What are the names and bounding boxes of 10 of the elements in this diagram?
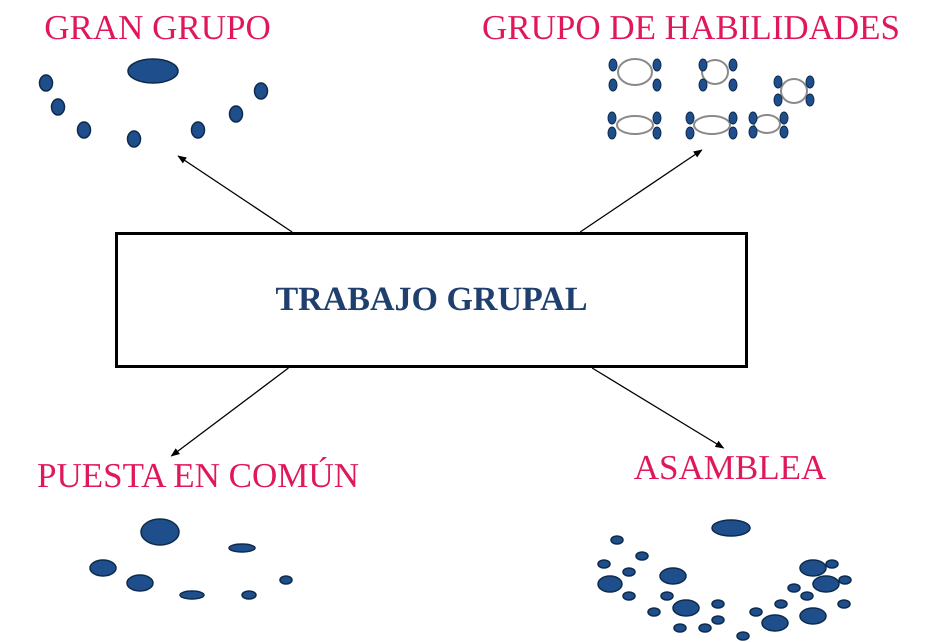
process-box — [115, 232, 748, 368]
arrow — [170, 367, 289, 457]
arrow — [580, 149, 703, 233]
box-label: TRABAJO GRUPAL — [276, 281, 588, 319]
group-heading: ASAMBLEA — [632, 448, 828, 488]
group-heading: GRUPO DE HABILIDADES — [480, 8, 902, 48]
arrow — [177, 155, 292, 233]
group-heading: PUESTA EN COMÚN — [36, 456, 360, 496]
arrow — [592, 367, 724, 449]
group-heading: GRAN GRUPO — [43, 8, 272, 48]
